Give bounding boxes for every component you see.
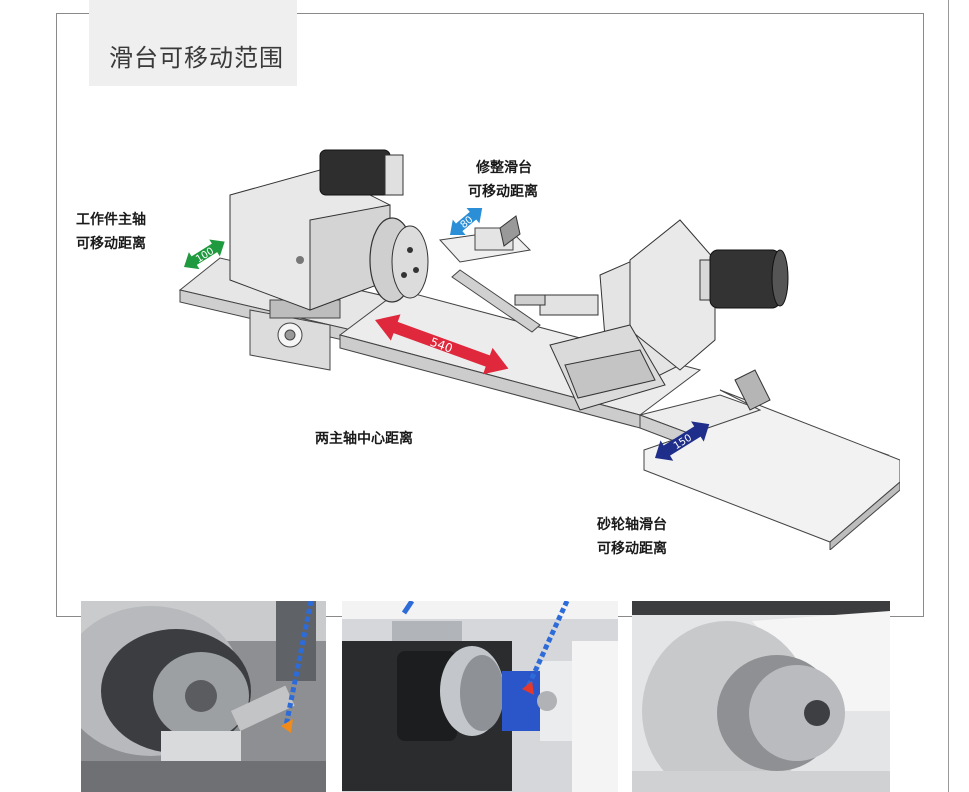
callout-wheel-slide-line2: 可移动距离 bbox=[597, 541, 667, 557]
grinder-machine-illustration: 100 80 540 150 bbox=[178, 149, 900, 550]
photo-workpiece-collet bbox=[632, 601, 890, 792]
section-title-box: 滑台可移动范围 bbox=[89, 0, 297, 86]
callout-spindle-center-distance: 两主轴中心距离 bbox=[315, 427, 413, 451]
page-edge-rule bbox=[948, 0, 949, 792]
wheel-motor bbox=[709, 249, 781, 309]
callout-workpiece-spindle-line2: 可移动距离 bbox=[76, 236, 146, 252]
callout-wheel-slide-line1: 砂轮轴滑台 bbox=[597, 517, 667, 533]
callout-dresser-slide-line1: 修整滑台 bbox=[476, 160, 532, 176]
callout-spindle-center-line1: 两主轴中心距离 bbox=[315, 431, 413, 447]
callout-workpiece-spindle: 工作件主轴 可移动距离 bbox=[76, 208, 146, 256]
callout-dresser-slide-line2: 可移动距离 bbox=[468, 184, 538, 200]
callout-dresser-slide: 修整滑台 可移动距离 bbox=[468, 156, 538, 204]
dresser-rail bbox=[451, 269, 541, 333]
photo-chuck-tool bbox=[81, 601, 326, 792]
photo-grinding-wheel bbox=[342, 601, 618, 792]
section-title: 滑台可移动范围 bbox=[109, 44, 284, 72]
workpiece-motor bbox=[319, 149, 391, 196]
callout-workpiece-spindle-line1: 工作件主轴 bbox=[76, 212, 146, 228]
callout-wheel-slide: 砂轮轴滑台 可移动距离 bbox=[597, 513, 667, 561]
